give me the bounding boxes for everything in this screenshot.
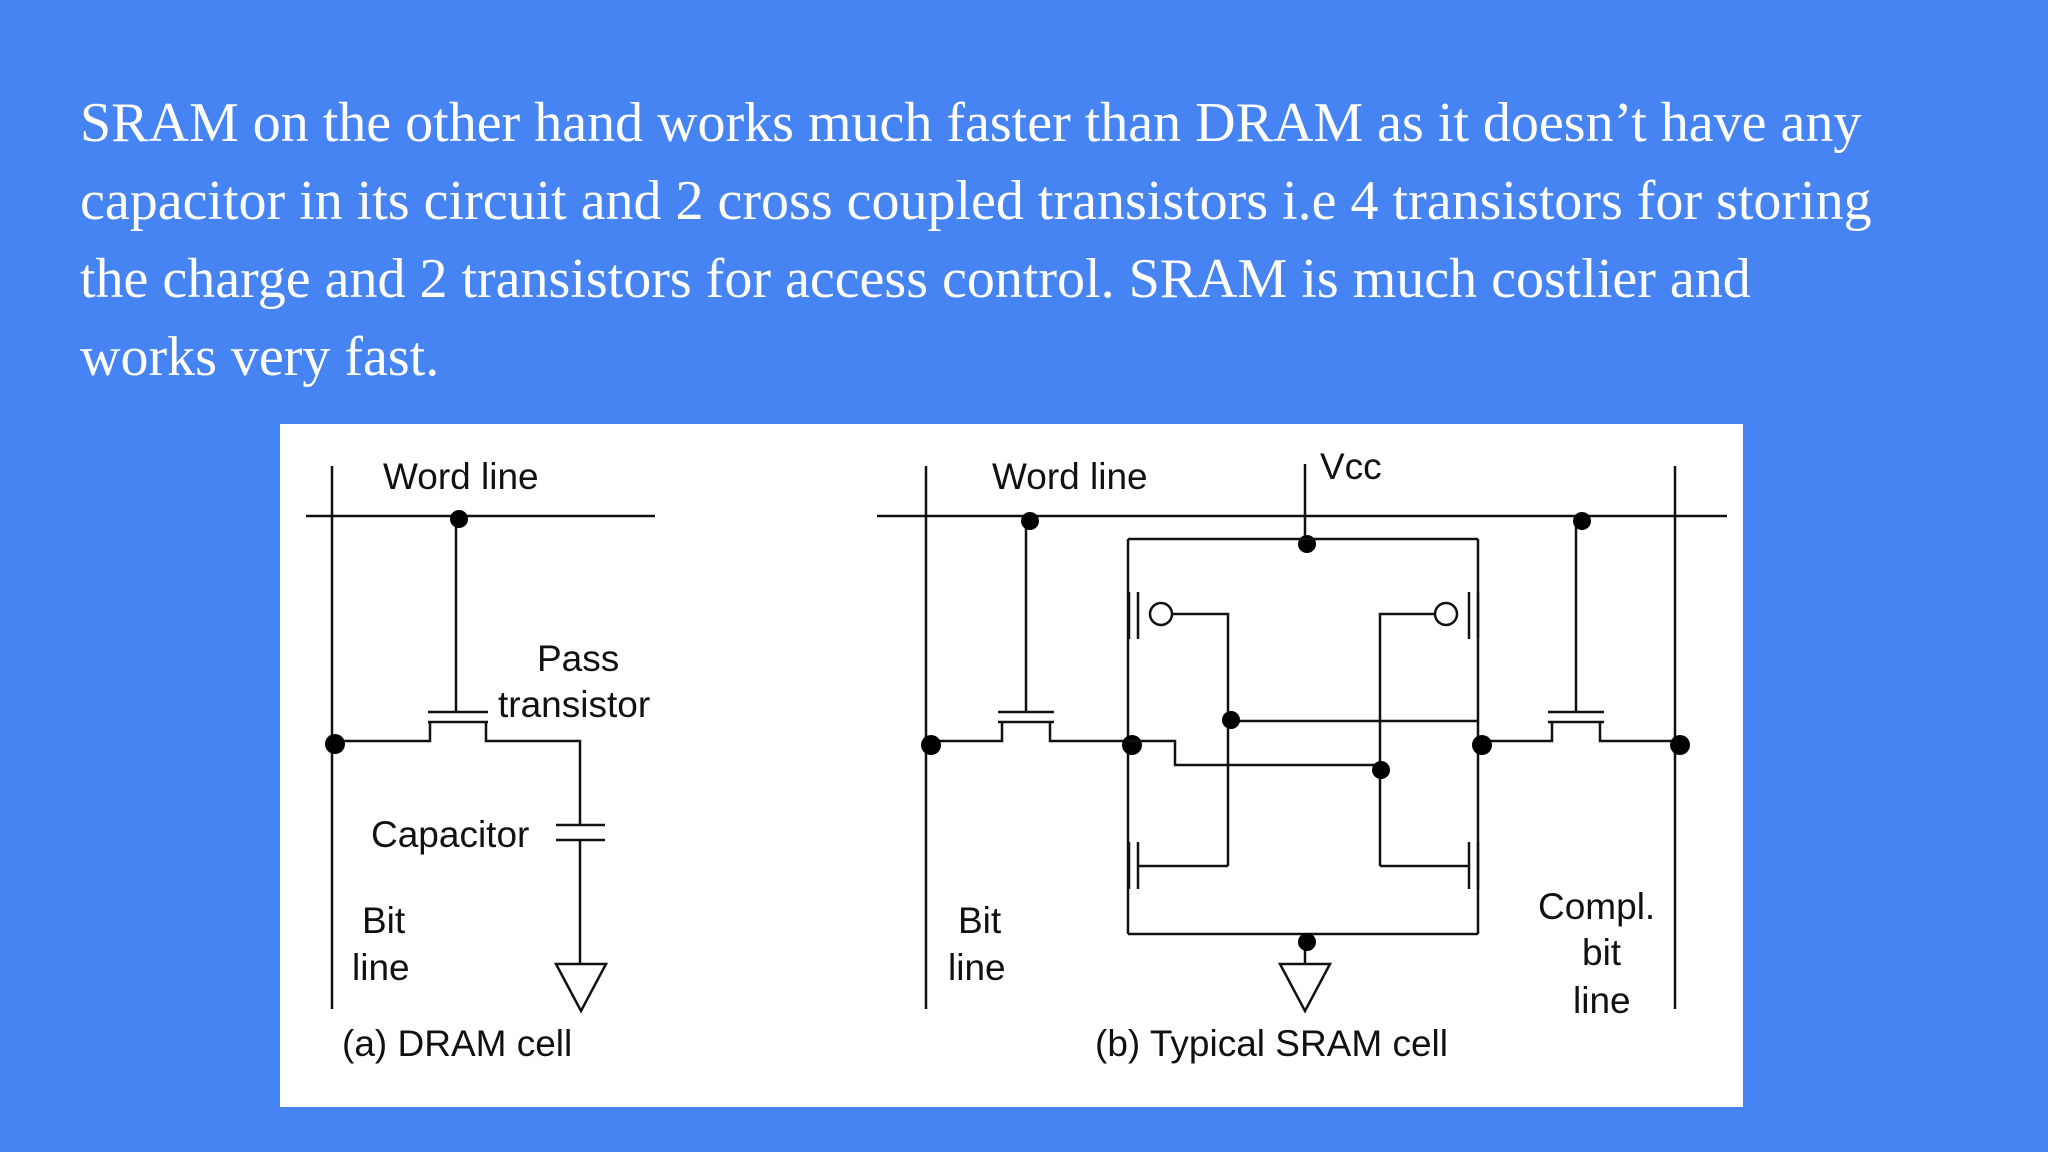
sram-line-label: line <box>948 947 1006 988</box>
memory-cell-figure: Word line Pass transistor Capacitor Bit … <box>280 424 1743 1107</box>
sram-right-access-transistor <box>1478 710 1675 743</box>
sram-compl-line-label: line <box>1573 980 1631 1021</box>
dram-capacitor <box>556 823 605 964</box>
dram-caption: (a) DRAM cell <box>342 1023 572 1064</box>
paragraph-line: the charge and 2 transistors for access … <box>80 248 1751 310</box>
sram-caption: (b) Typical SRAM cell <box>1095 1023 1448 1064</box>
dram-line-label: line <box>352 947 410 988</box>
sram-right-nmos <box>1380 842 1480 889</box>
sram-cross-link-b <box>1128 739 1380 767</box>
sram-left-pmos <box>1127 592 1230 846</box>
sram-compl-bit-junction <box>1670 735 1690 755</box>
sram-left-word-junction <box>1021 512 1039 530</box>
dram-word-line-label: Word line <box>383 456 539 497</box>
slide-paragraph: SRAM on the other hand works much faster… <box>80 84 1980 396</box>
paragraph-line: works very fast. <box>80 326 440 388</box>
sram-left-nmos <box>1127 842 1230 889</box>
sram-cross-node-b <box>1372 761 1390 779</box>
sram-node-q <box>1122 735 1142 755</box>
dram-pass-transistor <box>332 710 582 825</box>
sram-word-line-label: Word line <box>992 456 1148 497</box>
sram-cell: Word line Vcc Bit line Compl. bit line (… <box>877 446 1727 1064</box>
sram-ground-icon <box>1277 962 1333 1014</box>
dram-capacitor-label: Capacitor <box>371 814 529 855</box>
sram-ground-junction <box>1298 933 1316 951</box>
dram-bit-junction <box>325 734 345 754</box>
paragraph-line: capacitor in its circuit and 2 cross cou… <box>80 170 1872 232</box>
sram-compl-label: Compl. <box>1538 886 1655 927</box>
sram-cross-node-a <box>1222 711 1240 729</box>
sram-node-qbar <box>1472 735 1492 755</box>
memory-cell-diagram: Word line Pass transistor Capacitor Bit … <box>306 446 1727 1064</box>
sram-bit-junction <box>921 735 941 755</box>
sram-vcc-junction <box>1298 535 1316 553</box>
dram-transistor-label: transistor <box>498 684 650 725</box>
dram-bit-label: Bit <box>362 900 406 941</box>
sram-left-access-transistor <box>926 710 1128 743</box>
sram-vcc-label: Vcc <box>1320 446 1382 487</box>
dram-pass-label: Pass <box>537 638 619 679</box>
sram-right-word-junction <box>1573 512 1591 530</box>
dram-cell: Word line Pass transistor Capacitor Bit … <box>306 456 655 1064</box>
sram-bit-label: Bit <box>958 900 1002 941</box>
dram-word-junction <box>450 510 468 528</box>
sram-right-pmos <box>1378 592 1480 866</box>
dram-ground-icon <box>553 962 609 1014</box>
paragraph-line: SRAM on the other hand works much faster… <box>80 92 1862 154</box>
sram-compl-bit-label: bit <box>1582 932 1622 973</box>
